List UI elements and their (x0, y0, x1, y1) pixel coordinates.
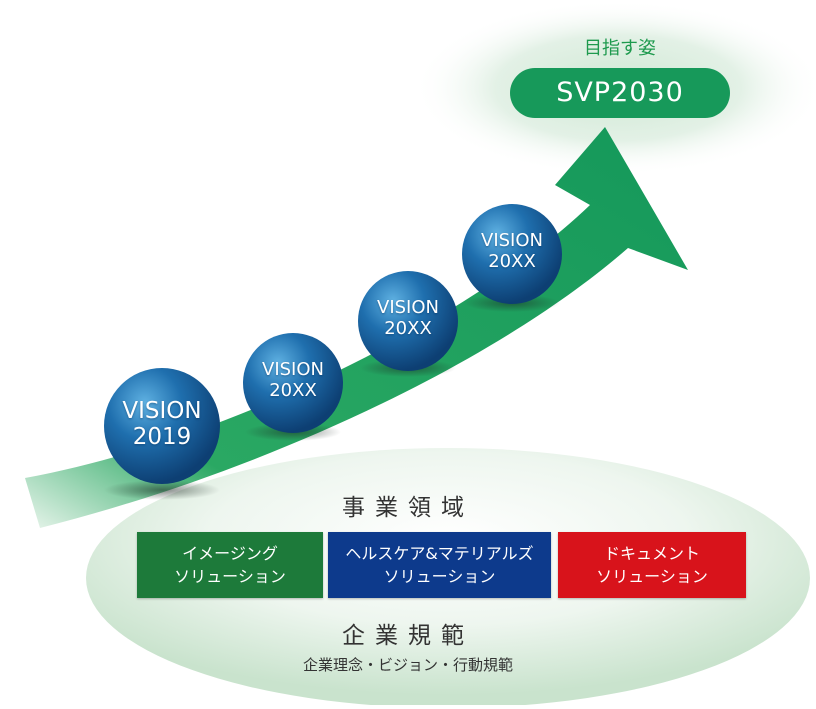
business-line2: ソリューション (174, 567, 286, 586)
business-box-healthcare: ヘルスケア&マテリアルズ ソリューション (328, 532, 551, 598)
norms-subtext: 企業理念・ビジョン・行動規範 (302, 656, 513, 674)
business-line1: ヘルスケア&マテリアルズ (345, 544, 534, 563)
goal-label: SVP2030 (510, 68, 730, 118)
business-line2: ソリューション (596, 567, 708, 586)
milestone-sphere-2 (243, 333, 343, 433)
business-box-imaging: イメージング ソリューション (137, 532, 323, 598)
milestone-sphere-4 (462, 204, 562, 304)
business-heading: 事業領域 (342, 495, 474, 521)
sphere-shadow (104, 480, 220, 500)
business-box-document: ドキュメント ソリューション (558, 532, 746, 598)
milestone-sphere-3 (358, 271, 458, 371)
business-line1: ドキュメント (603, 544, 700, 563)
norms-heading: 企業規範 (342, 623, 474, 649)
milestone-sphere-1 (104, 368, 220, 484)
goal-caption: 目指す姿 (584, 38, 656, 59)
business-line1: イメージング (182, 544, 278, 563)
business-line2: ソリューション (383, 567, 496, 586)
growth-arrow (25, 127, 688, 528)
